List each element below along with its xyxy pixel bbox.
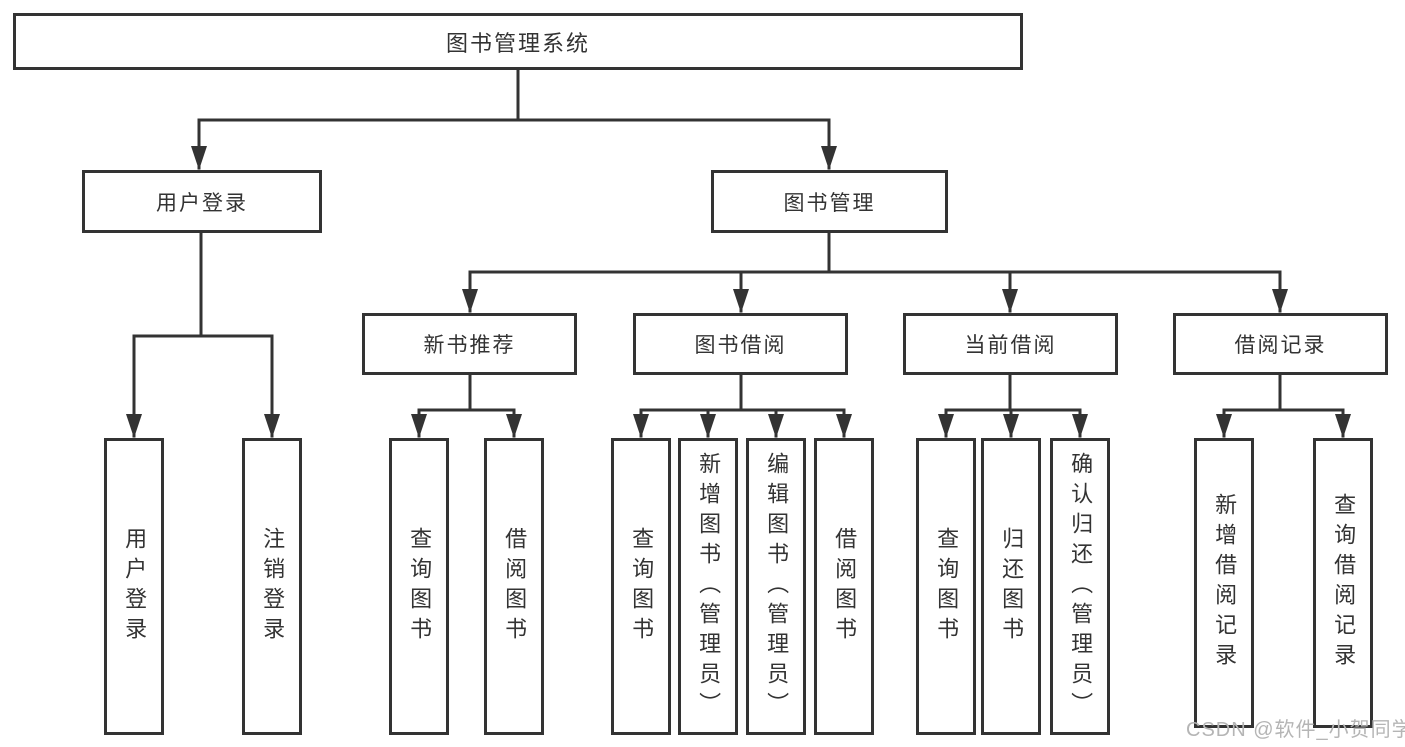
node-label: 新书推荐 xyxy=(423,334,516,357)
node-library-system: 图书管理系统 xyxy=(13,13,1023,70)
leaf-borrow-book: 借阅图书 xyxy=(814,438,874,735)
node-label: 当前借阅 xyxy=(964,334,1057,357)
leaf-label: 编辑图书（管理员） xyxy=(764,451,790,722)
node-current-borrow: 当前借阅 xyxy=(903,313,1118,375)
leaf-recommend-query-book: 查询图书 xyxy=(389,438,449,735)
leaf-label: 确认归还（管理员） xyxy=(1068,451,1094,722)
arrow-head xyxy=(1335,414,1351,438)
arrow-head xyxy=(768,414,784,438)
node-book-management: 图书管理 xyxy=(711,170,948,233)
leaf-label: 新增借阅记录 xyxy=(1212,493,1238,673)
leaf-label: 新增图书（管理员） xyxy=(696,451,722,722)
leaf-label: 借阅图书 xyxy=(832,526,858,647)
leaf-current-query-book: 查询图书 xyxy=(916,438,976,735)
node-label: 借阅记录 xyxy=(1234,334,1327,357)
node-new-book-recommend: 新书推荐 xyxy=(362,313,577,375)
leaf-label: 用户登录 xyxy=(122,526,148,647)
arrow-head xyxy=(1272,289,1288,313)
leaf-add-book-admin: 新增图书（管理员） xyxy=(678,438,738,735)
node-user-login: 用户登录 xyxy=(82,170,322,233)
node-label: 图书借阅 xyxy=(694,334,787,357)
arrow-head xyxy=(836,414,852,438)
leaf-edit-book-admin: 编辑图书（管理员） xyxy=(746,438,806,735)
arrow-head xyxy=(733,289,749,313)
arrow-head xyxy=(506,414,522,438)
connector-book-borrow-children xyxy=(639,373,846,438)
node-label: 用户登录 xyxy=(156,191,248,215)
leaf-confirm-return-admin: 确认归还（管理员） xyxy=(1050,438,1110,735)
arrow-head xyxy=(1002,289,1018,313)
watermark: CSDN @软件_小贺同学 xyxy=(1186,719,1405,741)
arrow-head xyxy=(1003,414,1019,438)
node-label: 图书管理 xyxy=(783,191,876,215)
arrow-head xyxy=(264,414,280,438)
leaf-label: 查询借阅记录 xyxy=(1331,493,1357,673)
connector-new-book-children xyxy=(417,373,516,438)
leaf-add-borrow-record: 新增借阅记录 xyxy=(1194,438,1254,728)
connector-borrow-record-children xyxy=(1222,373,1345,438)
leaf-label: 归还图书 xyxy=(999,526,1025,647)
arrow-head xyxy=(126,414,142,438)
leaf-label: 查询图书 xyxy=(934,526,960,647)
arrow-head xyxy=(700,414,716,438)
arrow-head xyxy=(1072,414,1088,438)
leaf-user-login: 用户登录 xyxy=(104,438,164,735)
connector-book-management-children xyxy=(468,231,1282,313)
arrow-head xyxy=(633,414,649,438)
leaf-label: 借阅图书 xyxy=(502,526,528,647)
leaf-query-borrow-record: 查询借阅记录 xyxy=(1313,438,1373,728)
leaf-borrow-query-book: 查询图书 xyxy=(611,438,671,735)
arrow-head xyxy=(411,414,427,438)
leaf-logout-login: 注销登录 xyxy=(242,438,302,735)
arrow-head xyxy=(462,289,478,313)
leaf-return-book: 归还图书 xyxy=(981,438,1041,735)
node-label: 图书管理系统 xyxy=(445,30,590,56)
connector-user-login-children xyxy=(132,231,274,438)
leaf-recommend-borrow-book: 借阅图书 xyxy=(484,438,544,735)
leaf-label: 查询图书 xyxy=(629,526,655,647)
arrow-head xyxy=(1216,414,1232,438)
arrow-head xyxy=(821,146,837,170)
connector-root-to-level2 xyxy=(197,68,831,170)
arrow-head xyxy=(938,414,954,438)
leaf-label: 查询图书 xyxy=(407,526,433,647)
leaf-label: 注销登录 xyxy=(260,526,286,647)
node-book-borrow: 图书借阅 xyxy=(633,313,848,375)
node-borrow-record: 借阅记录 xyxy=(1173,313,1388,375)
arrow-head xyxy=(191,146,207,170)
